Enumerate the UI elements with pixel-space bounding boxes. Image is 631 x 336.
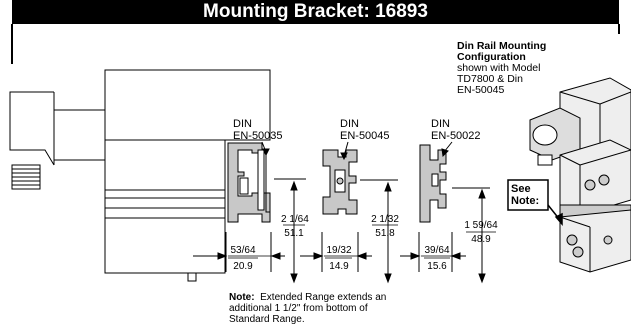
transmitter-housing xyxy=(9,69,271,282)
rail-1-width-fraction: 53/64 xyxy=(230,245,256,256)
config-line-4: TD7800 & Din xyxy=(457,73,523,85)
rail-en50045-profile xyxy=(322,149,358,215)
td7800-assembly-drawing xyxy=(529,77,631,273)
width-dimension-lines xyxy=(193,232,466,272)
rail-2-height-mm: 51.8 xyxy=(375,228,395,239)
rail-en50035-profile xyxy=(227,142,271,223)
diagram-title: Mounting Bracket: 16893 xyxy=(203,1,428,22)
rail-3-height-mm: 48.9 xyxy=(471,234,491,245)
rail-3-standard-label: EN-50022 xyxy=(431,130,481,142)
title-bar: Mounting Bracket: 16893 xyxy=(12,0,619,24)
config-caption: Din Rail Mounting Configuration shown wi… xyxy=(457,41,546,96)
height-dimension-lines xyxy=(274,178,490,284)
see-note-callout xyxy=(507,179,563,227)
extended-range-note: Note: Extended Range extends an addition… xyxy=(229,292,386,325)
config-line-3: shown with Model xyxy=(457,62,541,74)
note-line-3: Standard Range. xyxy=(229,314,305,325)
rail-1-din-label: DIN xyxy=(233,118,252,130)
rail-2-din-label: DIN xyxy=(340,118,359,130)
see-note-label: See Note: xyxy=(511,183,539,207)
config-line-5: EN-50045 xyxy=(457,84,505,96)
rail-2-width-fraction: 19/32 xyxy=(326,245,352,256)
rail-1-height-mm: 51.1 xyxy=(284,228,304,239)
fraction-bars xyxy=(228,224,496,259)
rail-2-height-fraction: 2 1/32 xyxy=(371,214,399,225)
note-line-2: additional 1 1/2" from bottom of xyxy=(229,303,368,314)
din-leaders xyxy=(261,141,453,161)
note-line-1: Extended Range extends an xyxy=(260,292,387,303)
rail-en50022-profile xyxy=(419,144,447,223)
rail-3-width-mm: 15.6 xyxy=(427,261,447,272)
rail-2-standard-label: EN-50045 xyxy=(340,130,390,142)
see-note-line-2: Note: xyxy=(511,195,540,207)
rail-3-height-fraction: 1 59/64 xyxy=(464,220,498,231)
see-note-line-1: See xyxy=(511,183,531,195)
rail-2-width-mm: 14.9 xyxy=(329,261,349,272)
config-line-2: Configuration xyxy=(457,51,526,63)
config-line-1: Din Rail Mounting xyxy=(457,40,547,52)
note-label: Note: xyxy=(229,292,255,303)
rail-1-height-fraction: 2 1/64 xyxy=(281,214,309,225)
rail-3-din-label: DIN xyxy=(431,118,450,130)
rail-3-width-fraction: 39/64 xyxy=(424,245,450,256)
rail-1-standard-label: EN-50035 xyxy=(233,130,283,142)
rail-1-width-mm: 20.9 xyxy=(233,261,253,272)
